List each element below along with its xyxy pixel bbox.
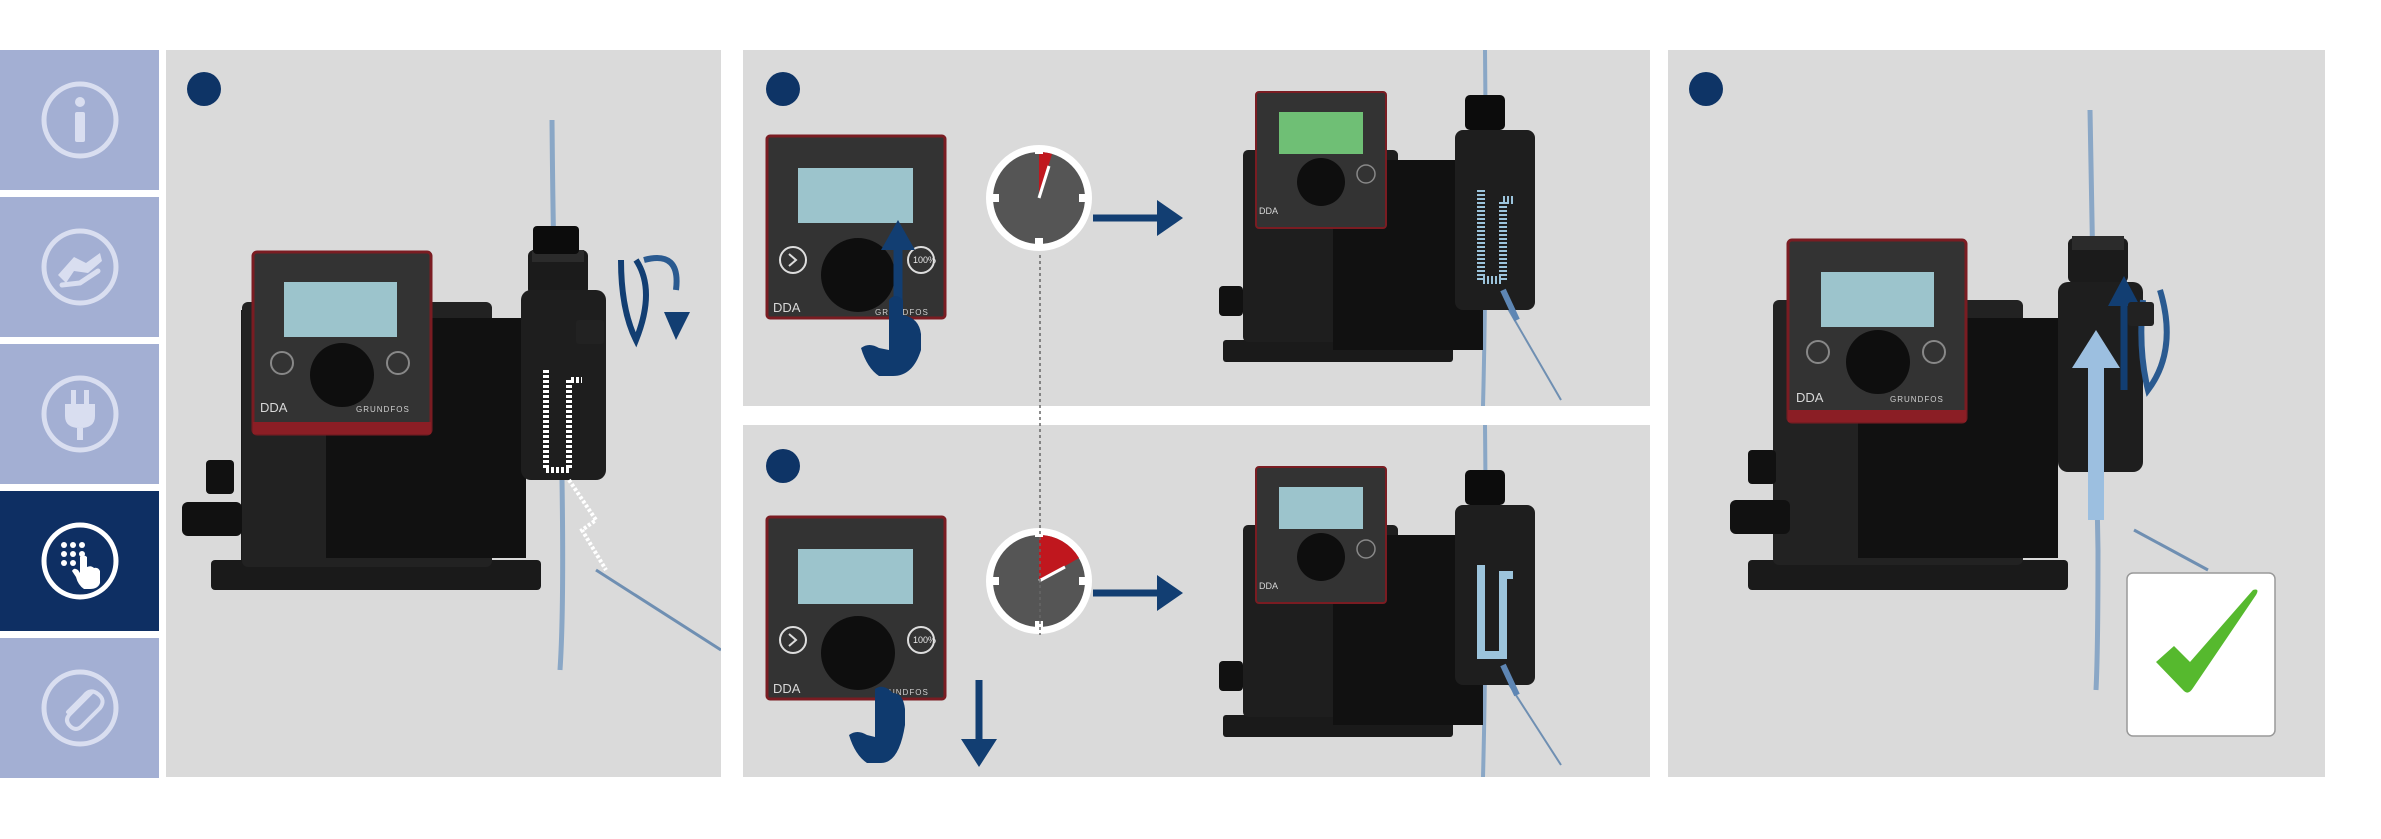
pump-model-label: DDA [1796,390,1824,405]
pump-model-label: DDA [1259,581,1278,591]
pump-illustration: DDA GRUNDFOS [166,50,721,777]
panel-step-4: DDA GRUNDFOS [1668,50,2325,777]
sidebar-item-info[interactable] [0,50,159,190]
hand-safety-icon [40,227,120,307]
pump-brand-label: GRUNDFOS [356,405,410,414]
sidebar-item-safety[interactable] [0,197,159,337]
panel-step-3: 100% DDA GRUNDFOS DDA [743,425,1650,777]
pump-model-label: DDA [260,400,288,415]
button-100-label: 100% [913,255,936,265]
sidebar-item-attachment[interactable] [0,638,159,778]
pump-model-label: DDA [773,300,801,315]
power-plug-icon [40,374,120,454]
keypad-touch-icon [40,521,120,601]
sidebar-item-power[interactable] [0,344,159,484]
pump-model-label: DDA [1259,206,1278,216]
pump-brand-label: GRUNDFOS [1890,395,1944,404]
clock-connector-line [1035,255,1045,635]
panel-step-2: 100% DDA GRUNDFOS DDA [743,50,1650,406]
pump-model-label: DDA [773,681,801,696]
pump-stop-illustration: 100% DDA GRUNDFOS DDA [743,425,1650,777]
info-icon [40,80,120,160]
button-100-label: 100% [913,635,936,645]
pump-start-illustration: 100% DDA GRUNDFOS DDA [743,50,1650,406]
paperclip-icon [40,668,120,748]
panel-step-1: DDA GRUNDFOS [166,50,721,777]
pump-check-illustration: DDA GRUNDFOS [1668,50,2325,777]
sidebar-item-operation[interactable] [0,491,159,631]
